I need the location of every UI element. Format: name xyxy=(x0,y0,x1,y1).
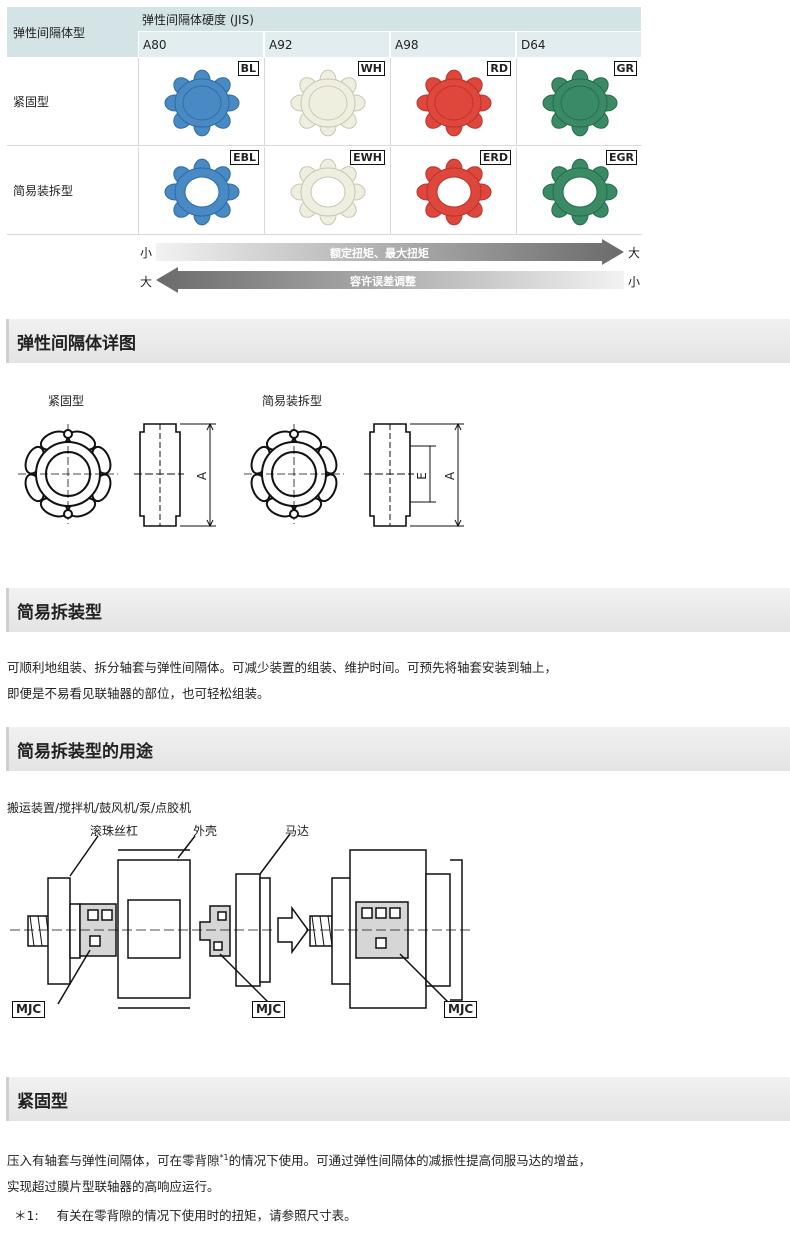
torque-high-label: 大 xyxy=(628,246,641,260)
section-title: 简易拆装型的用途 xyxy=(17,741,153,762)
tolerance-low-label: 小 xyxy=(628,275,641,289)
spider-white-solid-icon xyxy=(290,69,366,137)
spider-cell: RD xyxy=(390,58,516,146)
detail-easy-label: 简易装拆型 xyxy=(262,394,323,408)
housing-label: 外壳 xyxy=(193,824,218,838)
spider-cell: EWH xyxy=(264,147,390,235)
color-badge: RD xyxy=(487,61,511,76)
table-corner-label: 弹性间隔体型 xyxy=(7,7,138,57)
color-badge: EWH xyxy=(350,150,385,165)
dim-a-label: A xyxy=(443,471,458,481)
section-header-fixed: 紧固型 xyxy=(6,1077,790,1121)
fixed-description: 压入有轴套与弹性间隔体，可在零背隙*1的情况下使用。可通过弹性间隔体的减振性提高… xyxy=(7,1145,591,1200)
footnote-text: 有关在零背隙的情况下使用时的扭矩，请参照尺寸表。 xyxy=(56,1208,357,1223)
color-badge: ERD xyxy=(479,150,511,165)
col-header: A92 xyxy=(264,32,389,57)
tolerance-high-label: 大 xyxy=(140,275,153,289)
spider-white-ring-icon xyxy=(290,158,366,226)
section-title: 弹性间隔体详图 xyxy=(17,333,136,354)
spider-cell: ERD xyxy=(390,147,516,235)
spider-red-solid-icon xyxy=(416,69,492,137)
ballscrew-label: 滚珠丝杠 xyxy=(90,824,139,838)
mjc-label: MJC xyxy=(444,1001,478,1018)
spider-blue-solid-icon xyxy=(164,69,240,137)
color-badge: EBL xyxy=(230,150,259,165)
section-title: 简易拆装型 xyxy=(17,602,102,623)
section-header-detail: 弹性间隔体详图 xyxy=(6,319,790,363)
spider-detail-drawing xyxy=(18,422,464,528)
easy-description: 可顺利地组装、拆分轴套与弹性间隔体。可减少装置的组装、维护时间。可预先将轴套安装… xyxy=(7,655,557,707)
tolerance-arrow-icon xyxy=(156,267,624,293)
usage-applications: 搬运装置/搅拌机/鼓风机/泵/点胶机 xyxy=(7,801,192,815)
col-header: A80 xyxy=(138,32,263,57)
spider-cell: EBL xyxy=(138,147,264,235)
mjc-label: MJC xyxy=(12,1001,46,1018)
section-header-usage: 简易拆装型的用途 xyxy=(6,727,790,771)
hardness-header: 弹性间隔体硬度 (JIS) xyxy=(138,7,641,32)
spider-red-ring-icon xyxy=(416,158,492,226)
spider-blue-ring-icon xyxy=(164,158,240,226)
easy-line-1: 可顺利地组装、拆分轴套与弹性间隔体。可减少装置的组装、维护时间。可预先将轴套安装… xyxy=(7,660,558,675)
col-header: A98 xyxy=(390,32,515,57)
fixed-line-1a: 压入有轴套与弹性间隔体，可在零背隙 xyxy=(7,1153,220,1169)
row-label-easy: 简易装拆型 xyxy=(7,147,138,235)
color-badge: WH xyxy=(357,61,385,76)
fixed-line-1b: 的情况下使用。可通过弹性间隔体的减振性提高伺服马达的增益， xyxy=(228,1153,592,1169)
footnote: ＊1: 有关在零背隙的情况下使用时的扭矩，请参照尺寸表。 xyxy=(14,1205,357,1224)
spider-green-ring-icon xyxy=(542,158,618,226)
torque-low-label: 小 xyxy=(140,246,153,260)
section-header-easy: 简易拆装型 xyxy=(6,588,790,632)
section-title: 紧固型 xyxy=(17,1091,68,1112)
motor-label: 马达 xyxy=(285,824,310,838)
dim-e-label: E xyxy=(414,472,429,480)
fixed-line-2: 实现超过膜片型联轴器的高响应运行。 xyxy=(7,1179,220,1195)
spider-cell: GR xyxy=(516,58,642,146)
detail-fixed-label: 紧固型 xyxy=(48,394,85,408)
tolerance-arrow-label: 容许误差调整 xyxy=(350,275,416,288)
col-header: D64 xyxy=(516,32,641,57)
footnote-ref: *1 xyxy=(219,1153,229,1162)
spider-green-solid-icon xyxy=(542,69,618,137)
color-badge: GR xyxy=(613,61,637,76)
easy-line-2: 即便是不易看见联轴器的部位，也可轻松组装。 xyxy=(7,686,270,701)
torque-arrow-icon xyxy=(156,239,624,265)
spider-cell: EGR xyxy=(516,147,642,235)
color-badge: BL xyxy=(237,61,259,76)
fixed-line-1: 压入有轴套与弹性间隔体，可在零背隙*1的情况下使用。可通过弹性间隔体的减振性提高… xyxy=(7,1145,591,1174)
dim-a-label: A xyxy=(195,471,210,481)
spider-cell: BL xyxy=(138,58,264,146)
mjc-label: MJC xyxy=(252,1001,286,1018)
usage-assembly-drawing xyxy=(10,833,470,1009)
spider-cell: WH xyxy=(264,58,390,146)
row-label-fixed: 紧固型 xyxy=(7,58,138,146)
color-badge: EGR xyxy=(605,150,637,165)
torque-arrow-label: 额定扭矩、最大扭矩 xyxy=(330,247,429,260)
footnote-mark: ＊1: xyxy=(14,1208,39,1223)
